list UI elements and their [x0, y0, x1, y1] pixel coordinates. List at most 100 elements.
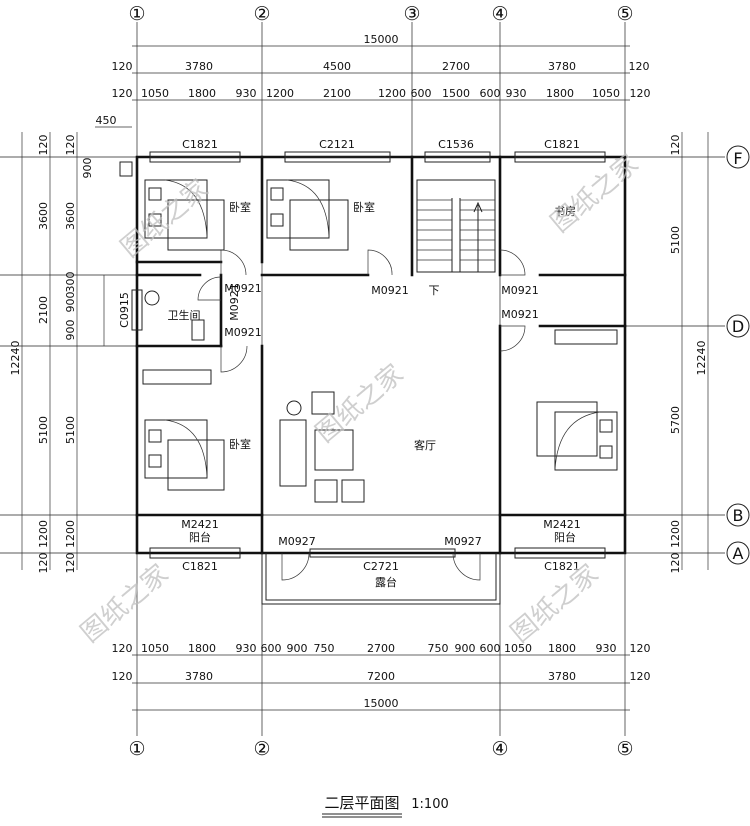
room-label-terrace: 露台 — [375, 575, 397, 589]
axis-col-5-top: ⑤ — [616, 3, 633, 25]
dim-left-inner-5: 5100 — [64, 416, 77, 444]
room-labels: 卧室 卧室 卫生间 卧室 书房 客厅 阳台 阳台 露台 下 — [168, 200, 577, 589]
room-label-bedroom-w: 卧室 — [229, 437, 251, 451]
bed-n — [266, 179, 349, 251]
plan-title: 二层平面图 — [324, 794, 399, 812]
axis-row-d: D — [732, 317, 744, 336]
dim-bot-detail-0: 120 — [112, 642, 133, 655]
dim-bot-detail-3: 930 — [236, 642, 257, 655]
axis-col-2-top: ② — [253, 3, 270, 25]
door-label-m0921-e: M0921 — [501, 308, 539, 321]
dim-window-c0915: C0915 — [118, 292, 131, 328]
dim-top-total: 15000 — [364, 33, 399, 46]
dim-bot-detail-2: 1800 — [188, 642, 216, 655]
room-label-bedroom-nw: 卧室 — [229, 200, 251, 214]
window-label-c2121: C2121 — [319, 138, 355, 151]
dim-left-outer-0: 120 — [37, 135, 50, 156]
door-label-m0921-bath1: M0921 — [224, 282, 262, 295]
dim-left-outer-1: 3600 — [37, 202, 50, 230]
dim-bot-detail-8: 750 — [428, 642, 449, 655]
furniture — [119, 161, 618, 503]
dimensions-bottom: 120 1050 1800 930 600 900 750 2700 750 9… — [112, 642, 651, 711]
axis-col-5-bottom: ⑤ — [616, 738, 633, 760]
window-label-c1821-nw: C1821 — [182, 138, 218, 151]
dim-left-inner-4: 900 — [64, 320, 77, 341]
windows — [131, 151, 606, 559]
window-label-c1821-ne: C1821 — [544, 138, 580, 151]
dim-bot-detail-6: 750 — [314, 642, 335, 655]
dim-bot-detail-11: 1050 — [504, 642, 532, 655]
dimensions-top: 15000 120 3780 4500 2700 3780 120 120 10… — [95, 33, 651, 128]
door-label-m0921-study: M0921 — [501, 284, 539, 297]
bed-w — [144, 419, 225, 491]
stair-down-label: 下 — [429, 284, 440, 297]
dim-left-outer-5: 120 — [37, 553, 50, 574]
room-label-bedroom-n: 卧室 — [353, 200, 375, 214]
dim-top-detail-11: 1800 — [546, 87, 574, 100]
dim-top-mid-1: 3780 — [185, 60, 213, 73]
door-label-m0921-bath3: M0921 — [224, 326, 262, 339]
axis-bubbles-right: F D B A — [726, 145, 750, 565]
dim-bot-mid-0: 120 — [112, 670, 133, 683]
dim-left-outer-2: 2100 — [37, 296, 50, 324]
dim-top-mid-2: 4500 — [323, 60, 351, 73]
dim-right-inner-1: 5100 — [669, 226, 682, 254]
dim-top-detail-8: 1500 — [442, 87, 470, 100]
dim-bot-mid-1: 3780 — [185, 670, 213, 683]
dim-right-inner-0: 120 — [669, 135, 682, 156]
dim-top-detail-6: 1200 — [378, 87, 406, 100]
dim-bot-detail-14: 120 — [630, 642, 651, 655]
dim-left-inner-6: 1200 — [64, 520, 77, 548]
bed-nw — [144, 179, 225, 251]
dim-left-inner-1: 3600 — [64, 202, 77, 230]
axis-bubbles-bottom: ① ② ④ ⑤ — [128, 738, 633, 760]
door-label-m0921-n: M0921 — [371, 284, 409, 297]
dim-right-inner-3: 1200 — [669, 520, 682, 548]
dim-top-mid-5: 120 — [629, 60, 650, 73]
dim-top-detail-2: 1800 — [188, 87, 216, 100]
dim-bot-detail-5: 900 — [287, 642, 308, 655]
axis-col-2-bottom: ② — [253, 738, 270, 760]
door-label-m2421-r: M2421 — [543, 518, 581, 531]
dim-right-inner-4: 120 — [669, 553, 682, 574]
dim-bot-detail-12: 1800 — [548, 642, 576, 655]
window-label-c2721: C2721 — [363, 560, 399, 573]
dim-top-detail-13: 120 — [630, 87, 651, 100]
dim-left-inner-2: 300 — [64, 272, 77, 293]
dim-left-outer-4: 1200 — [37, 520, 50, 548]
window-label-c1821-sw: C1821 — [182, 560, 218, 573]
dim-bot-mid-3: 3780 — [548, 670, 576, 683]
dim-bot-detail-4: 600 — [261, 642, 282, 655]
door-label-m0927-l: M0927 — [278, 535, 316, 548]
dim-left-inner-3: 900 — [64, 292, 77, 313]
dim-left-total: 12240 — [9, 341, 22, 376]
door-label-m0921-bath2: M0921 — [228, 283, 241, 321]
drawing-title: 二层平面图 1:100 — [322, 794, 449, 818]
dim-bot-mid-4: 120 — [630, 670, 651, 683]
door-label-m2421-l: M2421 — [181, 518, 219, 531]
axis-col-4-top: ④ — [491, 3, 508, 25]
room-label-living: 客厅 — [414, 438, 436, 452]
dim-top-detail-4: 1200 — [266, 87, 294, 100]
dim-top-detail-0: 120 — [112, 87, 133, 100]
dim-top-mid-4: 3780 — [548, 60, 576, 73]
dimensions-right: 120 5100 5700 1200 120 12240 — [669, 132, 709, 574]
bathroom-fixtures — [119, 161, 205, 341]
plan-scale: 1:100 — [411, 797, 448, 812]
dim-top-detail-7: 600 — [411, 87, 432, 100]
room-label-bathroom: 卫生间 — [168, 308, 201, 322]
dim-top-detail-9: 600 — [480, 87, 501, 100]
dim-left-inner-0: 120 — [64, 135, 77, 156]
room-label-balcony-left: 阳台 — [189, 530, 211, 544]
dim-left-inner-7: 120 — [64, 553, 77, 574]
sofa-set — [279, 391, 365, 503]
door-labels: M0921 M0921 M0921 M0921 M0921 M0921 M242… — [181, 282, 581, 548]
dim-right-total: 12240 — [695, 341, 708, 376]
axis-col-4-bottom: ④ — [491, 738, 508, 760]
dimensions-left: 12240 120 3600 2100 5100 1200 120 120 36… — [9, 132, 131, 574]
axis-row-b-label: B — [733, 506, 744, 525]
wardrobe-e — [554, 329, 618, 345]
dim-bot-detail-9: 900 — [455, 642, 476, 655]
axis-row-f: F — [733, 149, 742, 168]
wardrobe-w — [142, 369, 212, 385]
